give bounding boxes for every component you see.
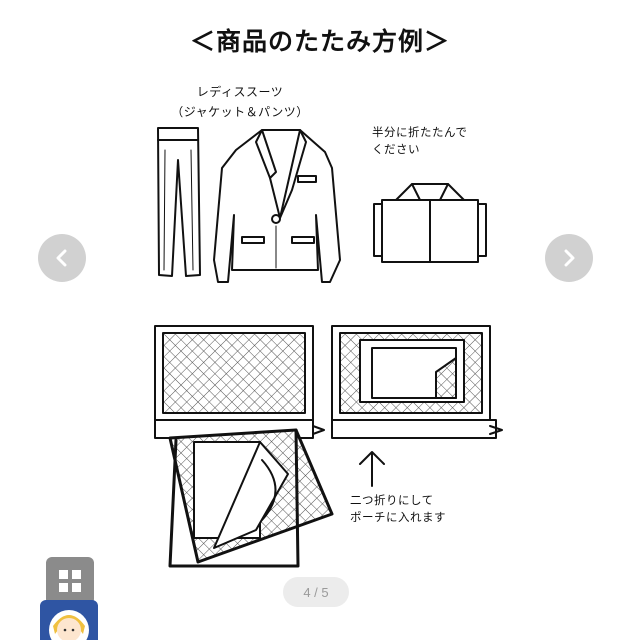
fold-instruction: 半分に折たたんで ください — [372, 124, 467, 158]
fold-instruction-line-2: ください — [372, 142, 420, 156]
pouch-instruction: 二つ折りにして ポーチに入れます — [350, 492, 446, 526]
suit-label-line-1: レディススーツ — [196, 85, 284, 99]
carousel-prev-button[interactable] — [38, 234, 86, 282]
user-avatar[interactable] — [40, 600, 98, 640]
grid-icon — [59, 570, 81, 592]
folded-jacket-drawing — [373, 183, 487, 263]
suit-label-line-2: （ジャケット＆パンツ） — [171, 105, 309, 119]
grid-view-button[interactable] — [46, 557, 94, 605]
pouch-instruction-line-2: ポーチに入れます — [350, 510, 446, 524]
user-avatar-icon — [49, 610, 89, 640]
chevron-right-icon — [564, 249, 575, 267]
up-arrow-icon — [359, 451, 385, 487]
carousel-next-button[interactable] — [545, 234, 593, 282]
chevron-left-icon — [56, 249, 67, 267]
pouch-closed-drawing — [331, 325, 503, 439]
fold-instruction-line-1: 半分に折たたんで — [372, 125, 468, 139]
pouch-open-drawing — [154, 325, 334, 568]
suit-label: レディススーツ （ジャケット＆パンツ） — [150, 82, 330, 122]
page-title: ＜商品のたたみ方例＞ — [189, 27, 450, 56]
pouch-instruction-line-1: 二つ折りにして — [350, 493, 434, 507]
carousel-counter: 4 / 5 — [283, 577, 349, 607]
jacket-drawing — [213, 129, 341, 283]
pants-drawing — [157, 127, 201, 277]
